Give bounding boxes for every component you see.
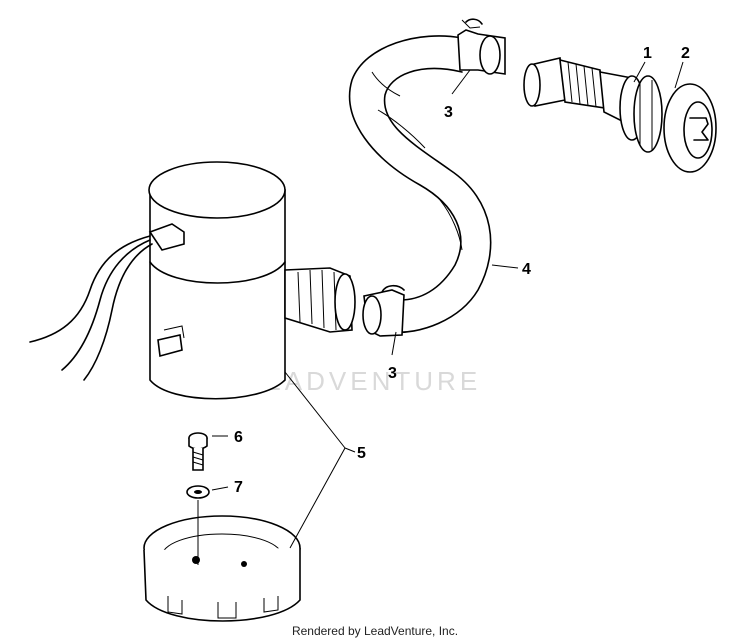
hose-clamp-bottom <box>362 284 405 337</box>
hose-clamp-top <box>457 18 506 75</box>
bilge-pump-body <box>148 161 356 400</box>
screw <box>188 432 208 471</box>
callout-7: 7 <box>234 479 243 496</box>
leader-lines <box>211 61 684 549</box>
callout-1: 1 <box>643 45 652 62</box>
hose <box>348 35 492 334</box>
callout-2: 2 <box>681 45 690 62</box>
footer-credit: Rendered by LeadVenture, Inc. <box>291 624 459 638</box>
callout-6: 6 <box>234 429 243 446</box>
thru-hull-fitting <box>523 57 717 173</box>
callout-5: 5 <box>357 445 366 462</box>
callout-4: 4 <box>522 261 531 278</box>
callout-3-top: 3 <box>444 104 453 121</box>
washer <box>186 485 210 499</box>
pump-wires <box>29 235 153 381</box>
callout-3-bottom: 3 <box>388 365 397 382</box>
pump-base <box>143 515 301 622</box>
